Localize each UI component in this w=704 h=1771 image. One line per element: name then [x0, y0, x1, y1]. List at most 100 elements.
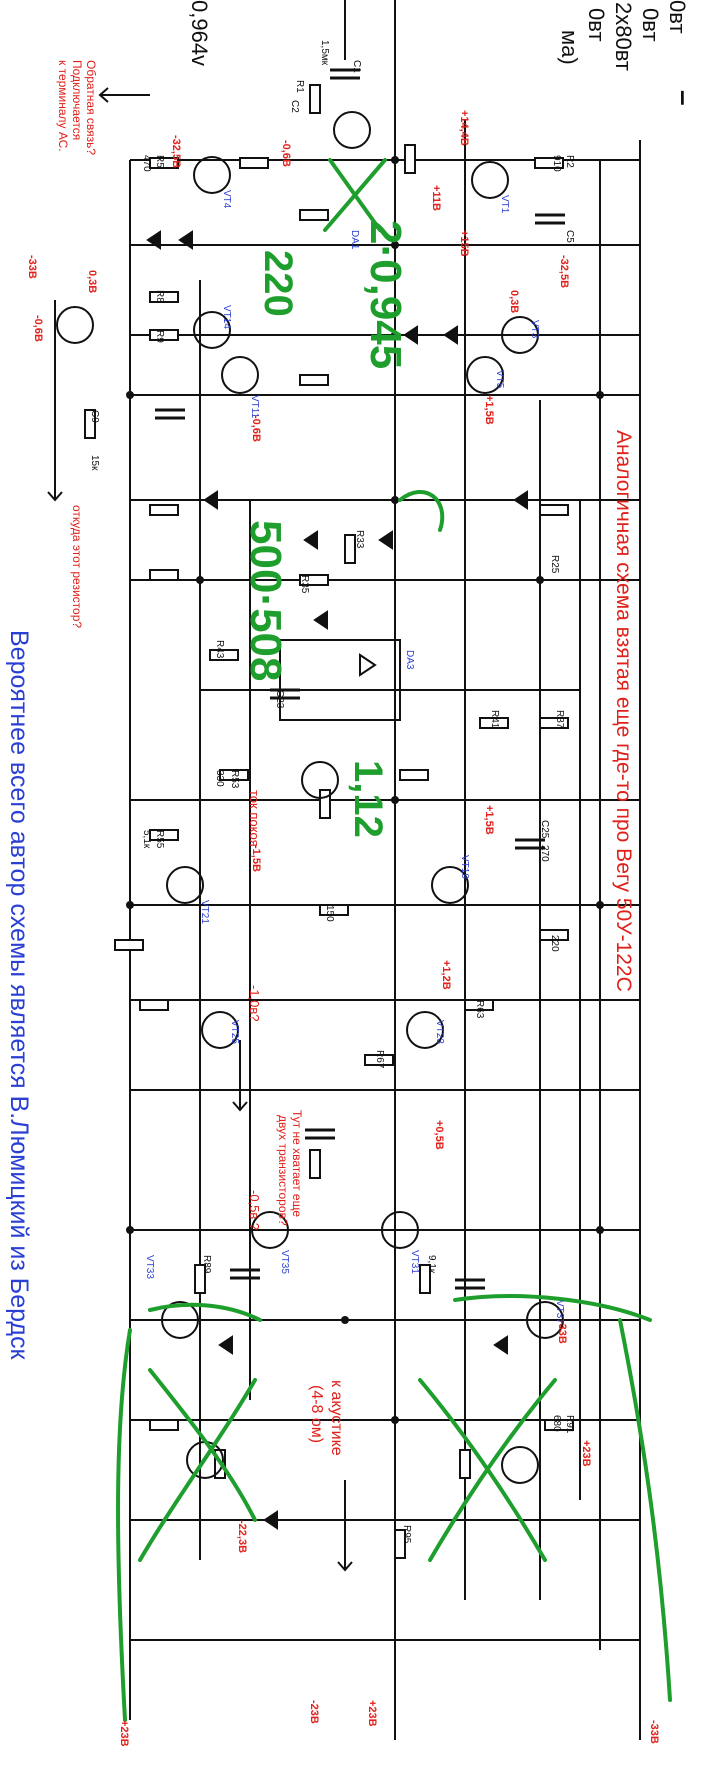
header-line-1: 0вт [665, 0, 690, 34]
label-r35: R35 [299, 575, 310, 594]
voltage-label-22: -33В [648, 1720, 660, 1744]
label-vt25: VT25 [229, 1020, 240, 1044]
voltage-label-12: +1,5В [483, 805, 495, 835]
handwritten-value-220: 220 [256, 250, 300, 317]
label-vt33: VT33 [144, 1255, 155, 1279]
label-vt21: VT21 [199, 900, 210, 924]
handwritten-formula-1: 2·0,945 [361, 220, 410, 370]
junction-dots [126, 156, 604, 1424]
label-vt14: VT14 [221, 305, 232, 329]
label-470: 470 [141, 155, 152, 172]
header-dash: – [669, 90, 700, 106]
voltage-label-17: -22,3В [236, 1520, 248, 1554]
label-r63: R63 [474, 1000, 485, 1019]
voltage-label-5: -0,6В [32, 315, 44, 342]
label-r41: R41 [489, 710, 500, 729]
voltage-label-4: 0,3В [86, 270, 98, 294]
voltage-label-11: +1,5В [483, 395, 495, 425]
feedback-note-2: Подключается [70, 60, 84, 141]
header-line-2: 0вт [638, 8, 663, 42]
voltage-label-9: -32,5В [558, 255, 570, 289]
label-91k: 9,1к [426, 1255, 437, 1274]
header-voltage: 0,964v [187, 0, 212, 67]
label-r91: R91 [564, 1415, 575, 1434]
voltage-minus-1-note: -1,0в? [247, 985, 262, 1022]
label-c25: C25 [539, 820, 550, 839]
voltage-label-3: -33В [26, 255, 38, 279]
missing-transistors-note-1: Тут не хватает еще [290, 1110, 304, 1217]
header-line-4: 0вт [584, 8, 609, 42]
label-vt35: VT35 [279, 1250, 290, 1274]
label-15mk: 1,5мк [319, 40, 330, 66]
label-vt1: VT1 [499, 195, 510, 214]
voltage-label-7: +11В [430, 185, 442, 211]
label-r25: R25 [549, 555, 560, 574]
label-r37: R37 [554, 710, 565, 729]
label-vt23: VT23 [434, 1020, 445, 1044]
label-15k: 15к [89, 455, 100, 471]
voltage-label-14: +0,5В [433, 1120, 445, 1150]
voltage-label-16: +23В [580, 1440, 592, 1467]
label-vt3: VT3 [529, 320, 540, 339]
header-line-3: 2x80вт [611, 2, 636, 71]
label-51k: 5,1к [141, 830, 152, 849]
voltage-label-19: +23В [366, 1700, 378, 1727]
label-r55: R55 [154, 830, 165, 849]
schematic-wires [47, 0, 641, 1740]
label-r2: R2 [564, 155, 575, 168]
label-220: 220 [549, 935, 560, 952]
voltage-label-6: +14,4В [458, 110, 470, 146]
handwritten-value-112: 1,12 [346, 760, 390, 838]
feedback-note-1: Обратная связь? [84, 60, 98, 156]
resistor-question-note: откуда этот резистор? [70, 505, 84, 629]
analog-scheme-note: Аналогичная схема взятая еще где-то про … [612, 430, 635, 992]
header-line-5: ма) [557, 30, 582, 65]
label-r89: R89 [201, 1255, 212, 1274]
speaker-note-1: к акустике [328, 1380, 345, 1456]
label-vt5: VT5 [494, 370, 505, 389]
label-330: 330 [214, 770, 225, 787]
label-c9: C9 [89, 410, 100, 423]
label-da1: DA1 [349, 230, 360, 250]
handwritten-formula-2: 500·508 [241, 520, 290, 682]
voltage-label-10: 0,3В [508, 290, 520, 314]
label-r9: R9 [154, 330, 165, 343]
label-r33: R33 [354, 530, 365, 549]
label-c5: C5 [564, 230, 575, 243]
label-r95: R95 [401, 1525, 412, 1544]
label-r43: R43 [214, 640, 225, 659]
label-r1: R1 [294, 80, 305, 93]
label-c1: C1 [351, 60, 362, 73]
voltage-label-8: +15В [458, 230, 470, 257]
voltage-minus-05-note: -0,5в ? [247, 1190, 262, 1231]
label-vt31: VT31 [409, 1250, 420, 1274]
voltage-label-15: -33В [556, 1320, 568, 1344]
bias-current-note: ток покоя [247, 790, 262, 847]
author-note: Вероятнее всего автор схемы является В.Л… [5, 630, 33, 1360]
voltage-label-2: -0,6В [280, 140, 292, 167]
voltage-label-1: -32,5В [170, 135, 182, 169]
transistor-symbols [56, 111, 564, 1484]
voltage-label-18: -23В [308, 1700, 320, 1724]
label-680: 680 [551, 1415, 562, 1432]
feedback-note-3: к терминалу АС. [56, 60, 70, 152]
label-910: 910 [551, 155, 562, 172]
green-marker-strokes [116, 158, 672, 1722]
diode-symbols [146, 230, 528, 1530]
label-c2: C2 [289, 100, 300, 113]
voltage-label-20: -1,5В [250, 845, 262, 872]
label-r53: R53 [229, 770, 240, 789]
label-r67: R67 [374, 1050, 385, 1069]
label-c23: C23 [274, 690, 285, 709]
label-vt19: VT19 [459, 855, 470, 879]
voltage-label-21: -0,6В [250, 415, 262, 442]
label-r5: R5 [154, 155, 165, 168]
label-da3: DA3 [404, 650, 415, 670]
speaker-note-2: (4-8 ом) [308, 1385, 325, 1444]
label-vt4: VT4 [221, 190, 232, 209]
label-r8: R8 [154, 290, 165, 303]
resistor-symbols [84, 84, 574, 1559]
label-150: 150 [324, 905, 335, 922]
voltage-label-23: +23В [118, 1720, 130, 1747]
